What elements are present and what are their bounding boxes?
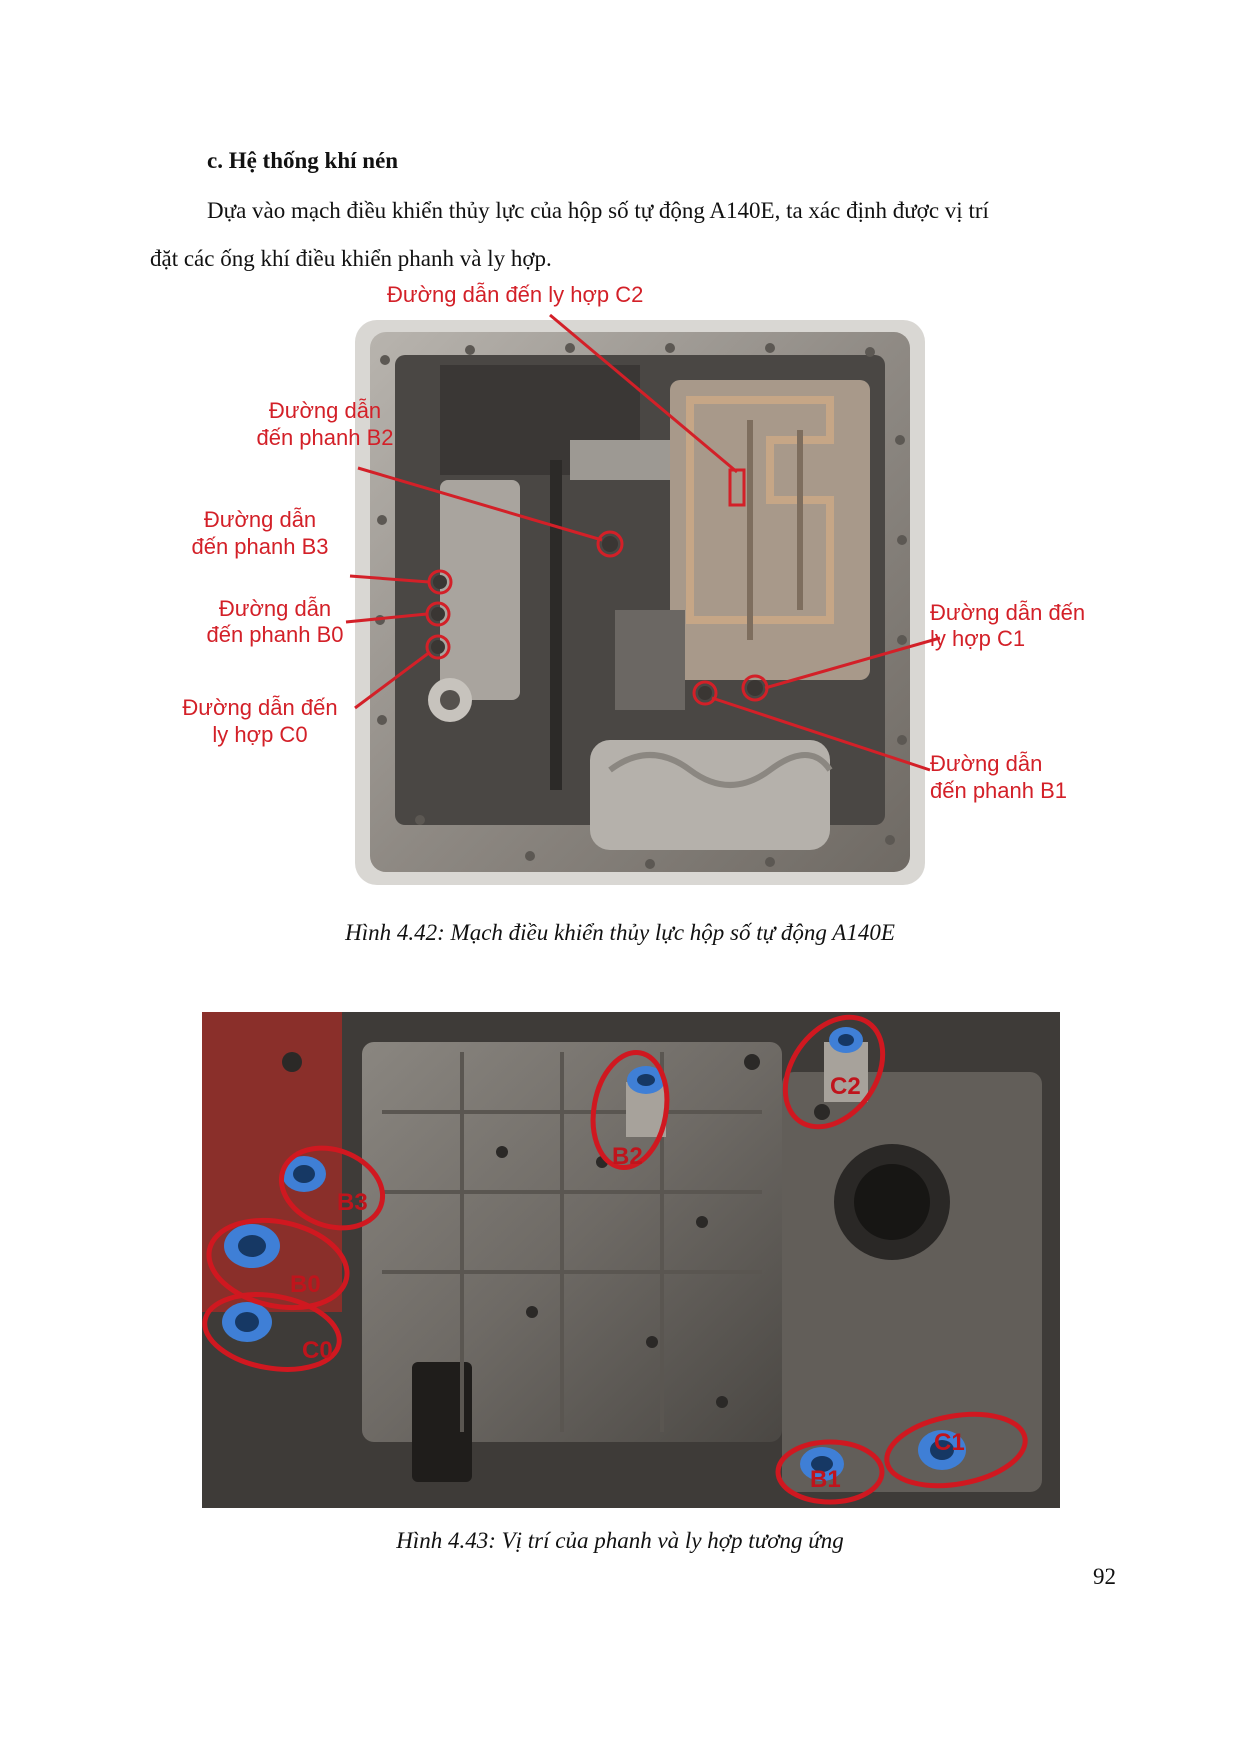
label-b1-line1: Đường dẫn [930,751,1042,776]
label-b2-line2: đến phanh B2 [256,425,393,450]
fitting-c2 [824,1027,868,1102]
valve-plate-photo [202,1012,1060,1508]
ring-markers [202,1014,1028,1505]
label-b3-line1: Đường dẫn [204,507,316,532]
figure2-caption: Hình 4.43: Vị trí của phanh và ly hợp tư… [396,1528,844,1553]
tag-c2: C2 [830,1073,861,1100]
valve-body-photo [355,320,925,885]
label-c0-line1: Đường dẫn đến [182,695,337,720]
body-line-2: đặt các ống khí điều khiển phanh và ly h… [150,246,552,271]
tag-b3: B3 [337,1189,368,1216]
air-fittings [222,1027,966,1481]
fitting-b1 [800,1447,844,1481]
figure-fitting-positions: C2 B2 B3 B0 C0 C1 B1 [202,1012,1060,1508]
tag-b0: B0 [290,1271,321,1298]
label-b1-line2: đến phanh B1 [930,778,1067,803]
page-number: 92 [1093,1564,1116,1589]
annotation-markers [345,313,941,772]
figure-hydraulic-circuit: Đường dẫn đến ly hợp C2 Đường dẫn đến ph… [182,282,1085,885]
fitting-c0 [222,1302,272,1342]
fitting-b2 [626,1066,666,1137]
tag-c1: C1 [934,1429,965,1456]
label-c0-line2: ly hợp C0 [212,722,307,747]
figure1-caption: Hình 4.42: Mạch điều khiển thủy lực hộp … [345,920,895,945]
fitting-b0 [224,1224,280,1268]
label-b2-line1: Đường dẫn [269,398,381,423]
label-c2: Đường dẫn đến ly hợp C2 [387,282,643,307]
fitting-c1 [918,1430,966,1470]
label-b3-line2: đến phanh B3 [191,534,328,559]
section-heading: c. Hệ thống khí nén [207,148,399,173]
label-b0-line1: Đường dẫn [219,596,331,621]
tag-b1: B1 [810,1466,841,1493]
label-c1-line2: ly hợp C1 [930,626,1025,651]
fitting-b3 [282,1156,326,1192]
tag-c0: C0 [302,1337,333,1364]
label-b0-line2: đến phanh B0 [206,622,343,647]
annotation-labels: Đường dẫn đến ly hợp C2 Đường dẫn đến ph… [182,282,1085,803]
tag-b2: B2 [612,1143,643,1170]
ring-tags: C2 B2 B3 B0 C0 C1 B1 [290,1073,965,1493]
body-line-1: Dựa vào mạch điều khiển thủy lực của hộp… [207,198,989,223]
label-c1-line1: Đường dẫn đến [930,600,1085,625]
